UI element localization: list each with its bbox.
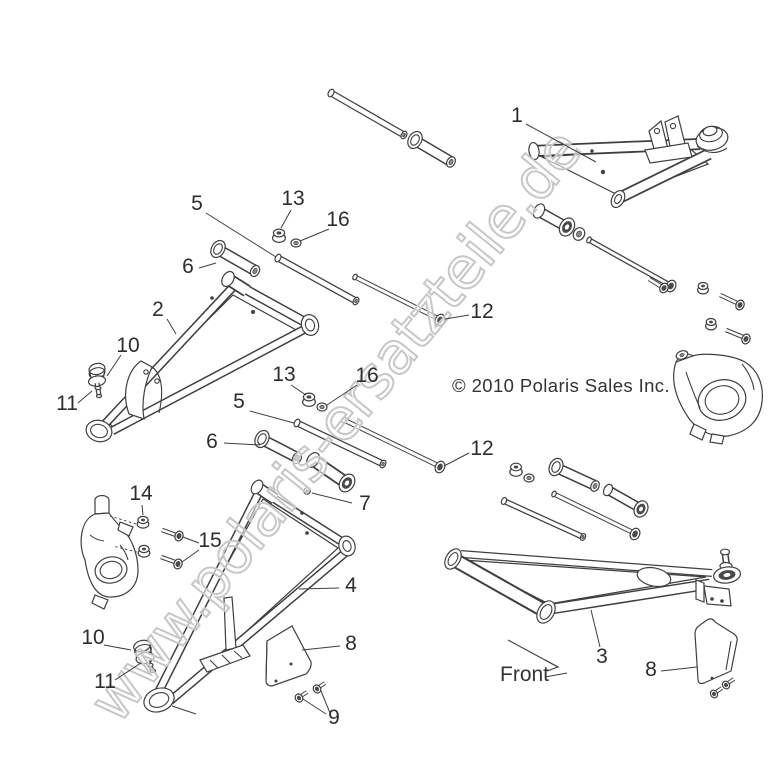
- callout-10a: 10: [116, 334, 139, 357]
- bushing-sleeve-6b: [254, 429, 303, 465]
- flange-nut-14a: [136, 515, 150, 529]
- copyright-text: © 2010 Polaris Sales Inc.: [452, 375, 670, 396]
- screw-7: [303, 487, 311, 495]
- flange-nut-14b: [137, 544, 151, 558]
- callout-5a: 5: [191, 192, 203, 215]
- ball-joint-10a: [87, 362, 107, 399]
- washer-16b: [316, 402, 328, 412]
- front-label: Front: [500, 663, 549, 686]
- pivot-tube-top: [327, 88, 408, 140]
- callout-12b: 12: [470, 437, 493, 460]
- alignment-dash-2: [112, 545, 138, 553]
- steering-knuckle-right: [673, 350, 763, 445]
- callout-labels: 1 2 3 4 5 5 6 6 7 8 8 9 10 10 11 11 12 1…: [56, 104, 657, 729]
- washer-16a: [290, 238, 302, 248]
- bolt-15a: [161, 527, 184, 542]
- pivot-bolt-12b: [341, 416, 446, 474]
- ball-joint-10b: [133, 639, 157, 674]
- callout-16b: 16: [355, 364, 378, 387]
- callout-2: 2: [152, 298, 164, 321]
- callout-8b: 8: [645, 658, 657, 681]
- upper-control-arm-left: [85, 270, 320, 443]
- callout-5b: 5: [233, 390, 245, 413]
- callout-10b: 10: [81, 626, 104, 649]
- callout-9: 9: [328, 706, 340, 729]
- pivot-bolt-right: [551, 490, 641, 541]
- ball-joint-arm3: [695, 548, 742, 607]
- callout-14: 14: [129, 482, 153, 505]
- front-arrow: [507, 639, 568, 678]
- callout-7: 7: [359, 492, 371, 515]
- mount-screws-right: [709, 677, 736, 699]
- bolt-sleeve-right: [602, 483, 649, 518]
- callout-3: 3: [596, 645, 608, 668]
- pivot-tube-right: [500, 496, 587, 542]
- callout-8a: 8: [345, 632, 357, 655]
- upper-control-arm-right: [528, 115, 729, 209]
- pivot-bolt-12a: [352, 273, 446, 327]
- callout-13b: 13: [272, 363, 295, 386]
- pivot-sleeve-arm4: [306, 452, 356, 493]
- flange-nut-right: [509, 462, 523, 477]
- callout-16a: 16: [326, 208, 349, 231]
- guard-shield-left: [265, 625, 312, 687]
- washer-right: [523, 473, 535, 483]
- callout-1: 1: [511, 104, 523, 127]
- arm1-pivot-hardware: [532, 203, 677, 293]
- shock-mount-bracket: [644, 115, 693, 164]
- callout-6a: 6: [182, 255, 194, 278]
- callout-12a: 12: [470, 300, 493, 323]
- knuckle-fasteners-right: [647, 277, 751, 345]
- callout-11b: 11: [94, 670, 116, 693]
- pivot-tube-5a: [274, 253, 360, 306]
- bushing-sleeve-6a: [210, 239, 261, 278]
- lower-control-arm-right: [444, 548, 742, 624]
- lower-control-arm-left: [143, 479, 356, 715]
- bushing-sleeve-right: [548, 457, 600, 492]
- callout-15: 15: [198, 529, 221, 552]
- callout-6b: 6: [206, 430, 218, 453]
- mount-screws-9: [294, 681, 327, 703]
- bolt-15b: [160, 554, 183, 570]
- leader-lines: [77, 123, 698, 715]
- steering-knuckle-left: [80, 494, 139, 610]
- callout-13a: 13: [281, 187, 304, 210]
- ball-joint-gusset: [125, 360, 163, 420]
- flange-nut-13b: [302, 392, 317, 408]
- bushing-sleeve-top: [407, 130, 457, 168]
- ball-joint-housing: [695, 125, 729, 154]
- guard-shield-right: [694, 618, 738, 685]
- pivot-tube-5b: [293, 418, 387, 469]
- flange-nut-13a: [272, 228, 287, 244]
- callout-4: 4: [345, 574, 357, 597]
- callout-11a: 11: [56, 392, 78, 415]
